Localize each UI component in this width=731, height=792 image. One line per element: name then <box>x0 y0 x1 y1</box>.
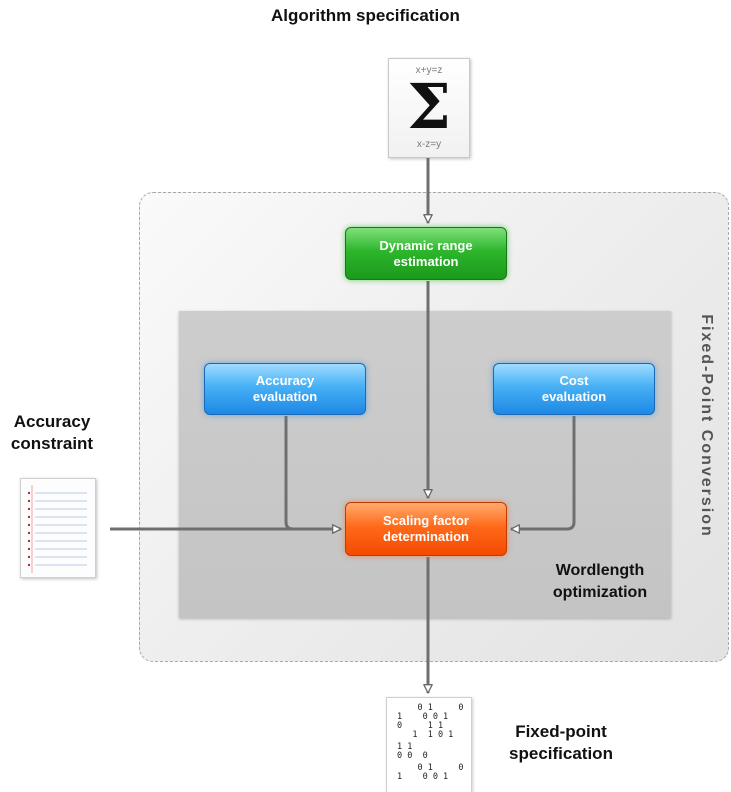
dynamic-range-line2: estimation <box>393 253 459 269</box>
binary-row: 1 0 0 1 <box>397 772 449 782</box>
dynamic-range-estimation-box[interactable]: Dynamic range estimation <box>345 227 507 280</box>
scaling-factor-line2: determination <box>383 529 469 544</box>
wordlength-optimization-label: Wordlength optimization <box>520 560 680 604</box>
accuracy-constraint-line1: Accuracy <box>13 412 91 431</box>
algorithm-specification-title: Algorithm specification <box>271 6 460 25</box>
arrow-accuracy-to-scaling <box>284 416 342 534</box>
binary-row: 0 1 0 <box>397 763 464 773</box>
equation-bottom: x-z=y <box>416 139 442 150</box>
accuracy-evaluation-line2: evaluation <box>252 389 318 404</box>
binary-row: 0 1 0 <box>397 703 464 713</box>
fixed-point-label-line1: Fixed-point <box>515 722 607 741</box>
cost-evaluation-line1: Cost <box>559 373 589 388</box>
accuracy-constraint-label: Accuracy constraint <box>0 411 104 455</box>
binary-row: 1 1 <box>397 742 413 752</box>
binary-row: 0 1 1 <box>397 721 444 731</box>
scaling-factor-line1: Scaling factor <box>383 513 469 528</box>
algorithm-document-icon: x+y=z Σ x-z=y <box>388 58 470 158</box>
wordlength-label-line2: optimization <box>552 584 648 601</box>
ruled-paper-icon <box>27 485 87 573</box>
scaling-factor-determination-box[interactable]: Scaling factor determination <box>345 502 507 556</box>
sigma-icon: Σ <box>407 70 451 143</box>
accuracy-evaluation-line1: Accuracy <box>255 373 315 388</box>
binary-row: 1 1 0 1 <box>397 730 454 740</box>
arrow-cost-to-scaling <box>510 416 576 534</box>
dynamic-range-line1: Dynamic range <box>379 237 473 253</box>
accuracy-constraint-document-icon <box>20 478 96 578</box>
binary-row: 1 0 0 1 <box>397 712 449 722</box>
fixed-point-specification-label: Fixed-point specification <box>486 721 636 765</box>
wordlength-optimization-container <box>179 311 671 618</box>
accuracy-constraint-line2: constraint <box>10 434 94 453</box>
equation-top: x+y=z <box>415 65 443 76</box>
fixed-point-document-icon: 0 1 0 1 0 0 1 0 1 1 1 1 0 1 1 1 0 0 0 0 … <box>386 697 472 792</box>
wordlength-label-line1: Wordlength <box>555 562 645 579</box>
fixed-point-label-line2: specification <box>509 744 613 763</box>
cost-evaluation-line2: evaluation <box>541 389 607 404</box>
cost-evaluation-box[interactable]: Cost evaluation <box>493 363 655 415</box>
accuracy-evaluation-box[interactable]: Accuracy evaluation <box>204 363 366 415</box>
binary-row: 0 0 0 <box>397 751 428 761</box>
